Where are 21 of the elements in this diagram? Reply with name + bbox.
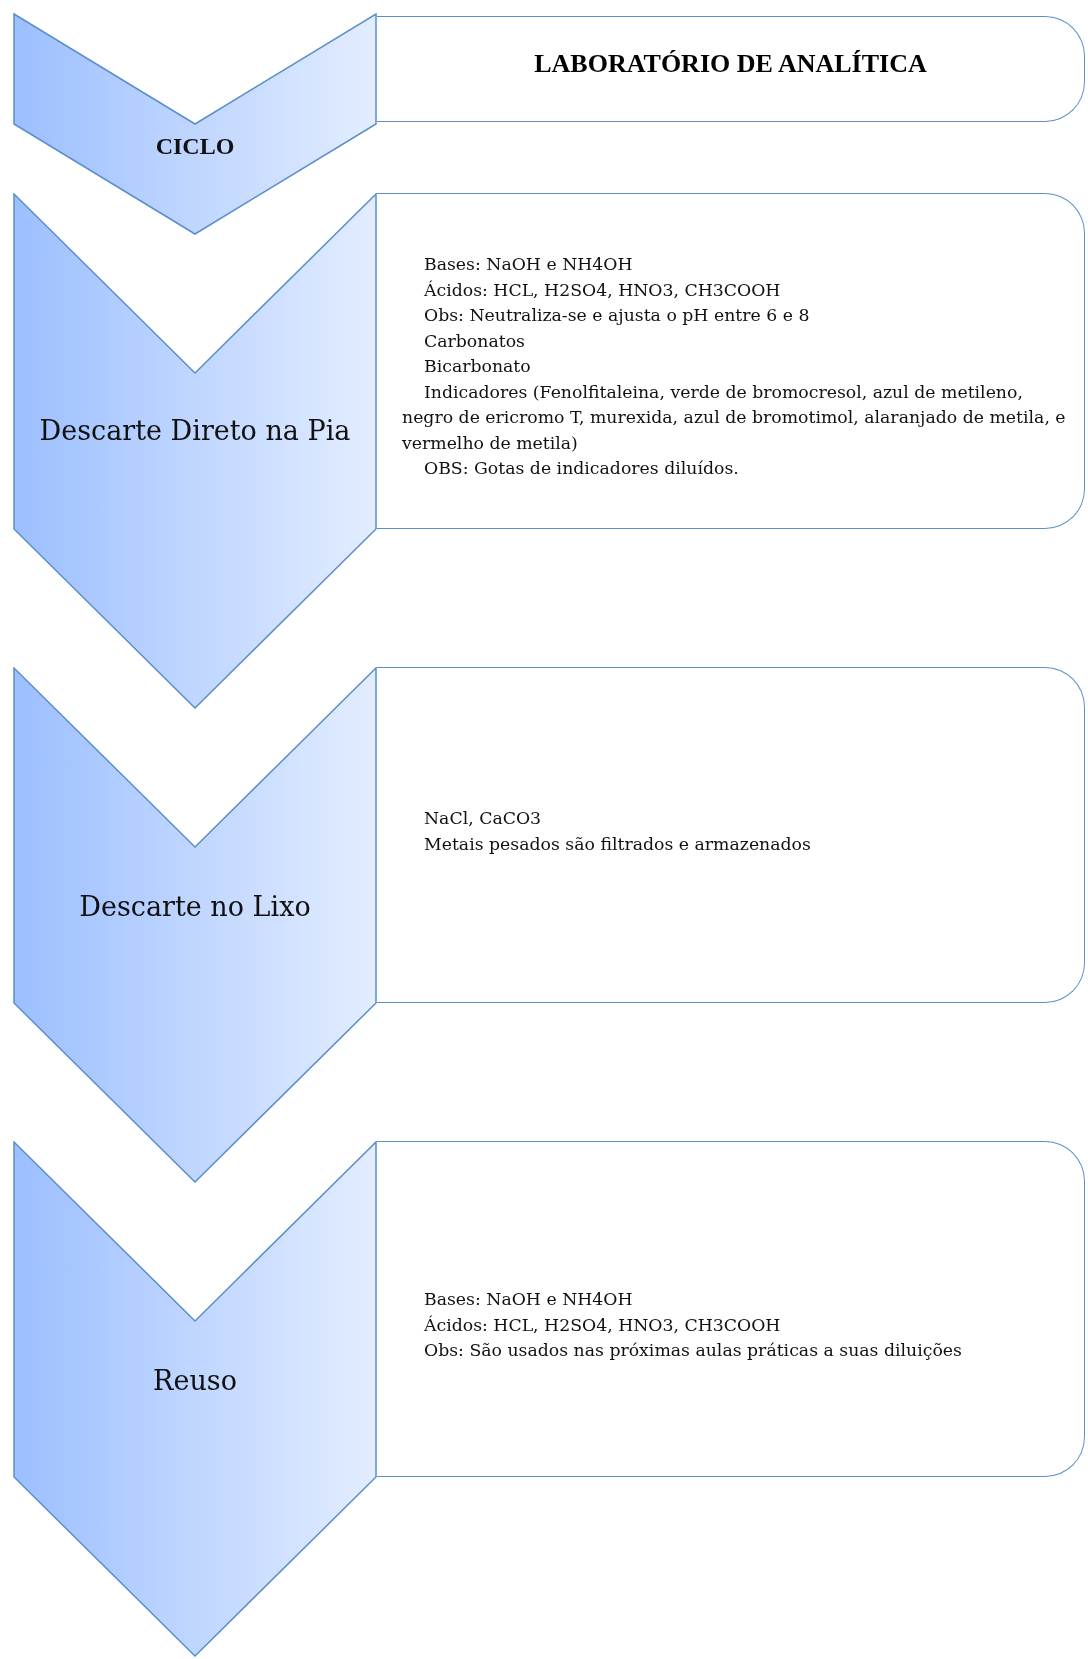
info-text: Carbonatos <box>423 329 526 353</box>
info-text: OBS: Gotas de indicadores diluídos. <box>423 457 740 480</box>
step-label: Descarte no Lixo <box>78 891 312 922</box>
info-text: Obs: São usados nas próximas aulas práticas a suas diluições <box>423 1339 963 1362</box>
step-label: Reuso <box>152 1365 238 1396</box>
info-text: Bases: NaOH e NH4OH <box>423 1288 634 1311</box>
step-label: Descarte Direto na Pia <box>38 415 352 446</box>
info-panel <box>377 16 1085 122</box>
step-label: CICLO <box>154 133 236 160</box>
info-text: Indicadores (Fenolfitaleina, verde de bromocresol, azul de metileno, negro de ericromo T, murexida, azul de bromotimol, alaranjado de metila, e vermelho de metila) <box>402 380 1067 455</box>
info-panel <box>377 1141 1085 1477</box>
info-text: Ácidos: HCL, H2SO4, HNO3, CH3COOH <box>423 1313 782 1337</box>
info-text: NaCl, CaCO3 <box>423 807 543 830</box>
info-panel <box>377 193 1085 529</box>
info-text: Bicarbonato <box>423 355 532 378</box>
info-panel <box>377 667 1085 1003</box>
info-text: Ácidos: HCL, H2SO4, HNO3, CH3COOH <box>423 278 782 302</box>
info-text: Obs: Neutraliza-se e ajusta o pH entre 6 e 8 <box>423 304 811 327</box>
panel-title: LABORATÓRIO DE ANALÍTICA <box>533 49 928 79</box>
info-text: Metais pesados são filtrados e armazenados <box>423 832 812 856</box>
info-text: Bases: NaOH e NH4OH <box>423 253 634 276</box>
